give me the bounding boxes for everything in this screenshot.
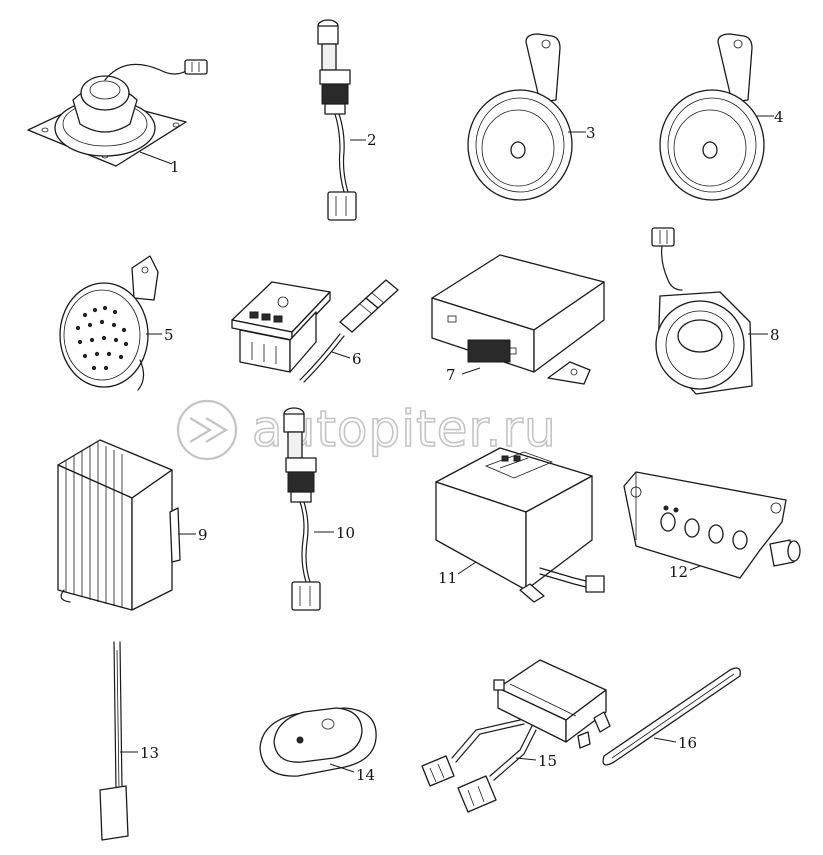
part-12-bracket [623, 471, 801, 579]
part-8-buzzer [651, 227, 768, 395]
callout-11: 11 [438, 569, 457, 587]
callout-7: 7 [446, 366, 456, 384]
callout-8: 8 [770, 326, 780, 344]
part-5-buzzer [59, 255, 162, 391]
callout-4: 4 [774, 108, 784, 126]
callout-labels: 1 2 3 4 5 6 7 8 9 10 11 12 13 14 15 16 [140, 108, 784, 784]
part-3-horn [467, 33, 586, 201]
callout-13: 13 [140, 744, 159, 762]
callout-15: 15 [538, 752, 557, 770]
part-13-antenna [99, 641, 138, 841]
part-6-control-panel [231, 279, 399, 383]
callout-1: 1 [170, 158, 180, 176]
part-15-module [421, 659, 611, 813]
part-7-control-box [431, 254, 605, 385]
callout-5: 5 [164, 326, 174, 344]
part-9-heatsink-module [57, 439, 196, 611]
callout-14: 14 [356, 766, 375, 784]
callout-3: 3 [586, 124, 596, 142]
part-4-horn [659, 33, 774, 201]
part-1-speaker [27, 59, 208, 167]
part-16-tie-strap [602, 667, 741, 766]
callout-10: 10 [336, 524, 355, 542]
part-10-switch [283, 407, 334, 611]
callout-2: 2 [367, 131, 377, 149]
callout-9: 9 [198, 526, 208, 544]
watermark-logo-icon [176, 399, 238, 461]
callout-6: 6 [352, 350, 362, 368]
part-14-grommet [259, 707, 377, 777]
callout-12: 12 [669, 563, 688, 581]
part-2-switch [317, 19, 366, 221]
part-11-control-unit [435, 447, 605, 603]
callout-16: 16 [678, 734, 697, 752]
